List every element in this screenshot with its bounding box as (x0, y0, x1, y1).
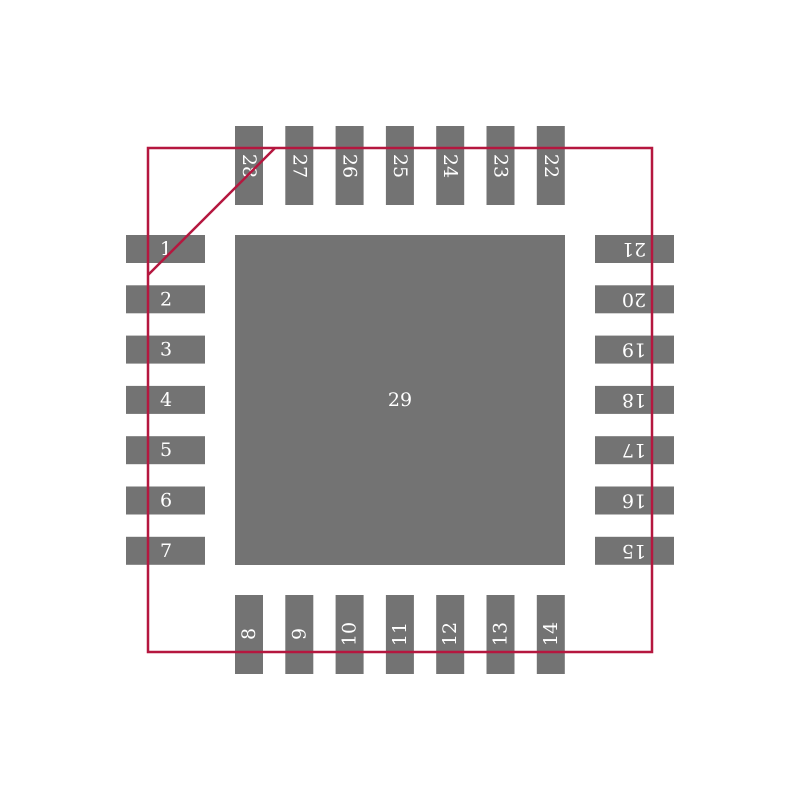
pad-14-rect (536, 595, 565, 674)
pad-21-rect (595, 235, 674, 263)
pad-28-label: 28 (238, 154, 260, 178)
pad-18-label: 18 (622, 389, 646, 411)
pad-5-rect (126, 436, 205, 465)
pad-22: 22 (536, 126, 565, 205)
pad-8-label: 8 (238, 628, 260, 640)
pad-12: 12 (436, 595, 465, 674)
pad-18: 18 (595, 385, 674, 414)
pad-15: 15 (595, 536, 674, 565)
pad-13-label: 13 (490, 622, 512, 646)
pad-3-rect (126, 335, 205, 364)
pad-17-rect (595, 436, 674, 465)
pad-4-rect (126, 385, 205, 414)
pad-24-rect (436, 126, 465, 205)
pad-4: 4 (126, 385, 205, 414)
pad-11: 11 (385, 595, 414, 674)
pad-10-label: 10 (339, 622, 361, 646)
pad-21-label: 21 (622, 238, 646, 260)
pad-7-rect (126, 536, 205, 565)
pad-20-rect (595, 285, 674, 314)
pad-2-label: 2 (160, 288, 172, 310)
pad-14-label: 14 (540, 622, 562, 646)
pad-26-label: 26 (339, 154, 361, 178)
pad-19: 19 (595, 335, 674, 364)
package-outline (146, 146, 654, 654)
pad-26: 26 (335, 126, 364, 205)
pad-9: 9 (285, 595, 314, 674)
pad-17: 17 (595, 436, 674, 465)
pad-18-rect (595, 385, 674, 414)
pad-20-label: 20 (622, 288, 646, 310)
pad-12-rect (436, 595, 465, 674)
pad-25-rect (385, 126, 414, 205)
pad-24: 24 (436, 126, 465, 205)
pad-17-label: 17 (622, 439, 646, 461)
pad-6-rect (126, 486, 205, 515)
pad-4-label: 4 (160, 389, 172, 411)
pad-11-rect (385, 595, 414, 674)
pad-7-label: 7 (160, 540, 172, 562)
pad-27-rect (285, 126, 314, 205)
pin1-chamfer-line (147, 147, 276, 276)
pad-6-label: 6 (160, 490, 172, 512)
pad-5-label: 5 (160, 439, 172, 461)
pad-27-label: 27 (288, 154, 310, 178)
pad-13-rect (486, 595, 515, 674)
pad-25-label: 25 (389, 154, 411, 178)
package-outline-group (146, 146, 654, 654)
pad-2-rect (126, 285, 205, 314)
pad-15-rect (595, 536, 674, 565)
center-pad-group: 29 (235, 235, 565, 565)
pad-23-rect (486, 126, 515, 205)
pad-24-label: 24 (439, 154, 461, 178)
pad-23-label: 23 (490, 154, 512, 178)
pad-12-label: 12 (439, 622, 461, 646)
pad-21: 21 (595, 235, 674, 263)
pad-27: 27 (285, 126, 314, 205)
pad-10: 10 (335, 595, 364, 674)
pad-3: 3 (126, 335, 205, 364)
pad-23: 23 (486, 126, 515, 205)
pad-25: 25 (385, 126, 414, 205)
pad-6: 6 (126, 486, 205, 515)
center-pad-label: 29 (388, 389, 412, 411)
pad-2: 2 (126, 285, 205, 314)
pad-11-label: 11 (389, 622, 411, 646)
pad-13: 13 (486, 595, 515, 674)
pad-20: 20 (595, 285, 674, 314)
pad-5: 5 (126, 436, 205, 465)
pad-7: 7 (126, 536, 205, 565)
pad-19-rect (595, 335, 674, 364)
pad-3-label: 3 (160, 339, 172, 361)
pad-9-rect (285, 595, 314, 674)
pad-14: 14 (536, 595, 565, 674)
pad-16-rect (595, 486, 674, 515)
pad-22-label: 22 (540, 154, 562, 178)
pad-10-rect (335, 595, 364, 674)
pad-22-rect (536, 126, 565, 205)
pad-15-label: 15 (622, 540, 646, 562)
center-thermal-pad (235, 235, 565, 565)
pad-9-label: 9 (288, 628, 310, 640)
pad-26-rect (335, 126, 364, 205)
pad-8-rect (235, 595, 263, 674)
pad-19-label: 19 (622, 339, 646, 361)
pad-16: 16 (595, 486, 674, 515)
pad-16-label: 16 (622, 490, 646, 512)
pad-8: 8 (235, 595, 263, 674)
